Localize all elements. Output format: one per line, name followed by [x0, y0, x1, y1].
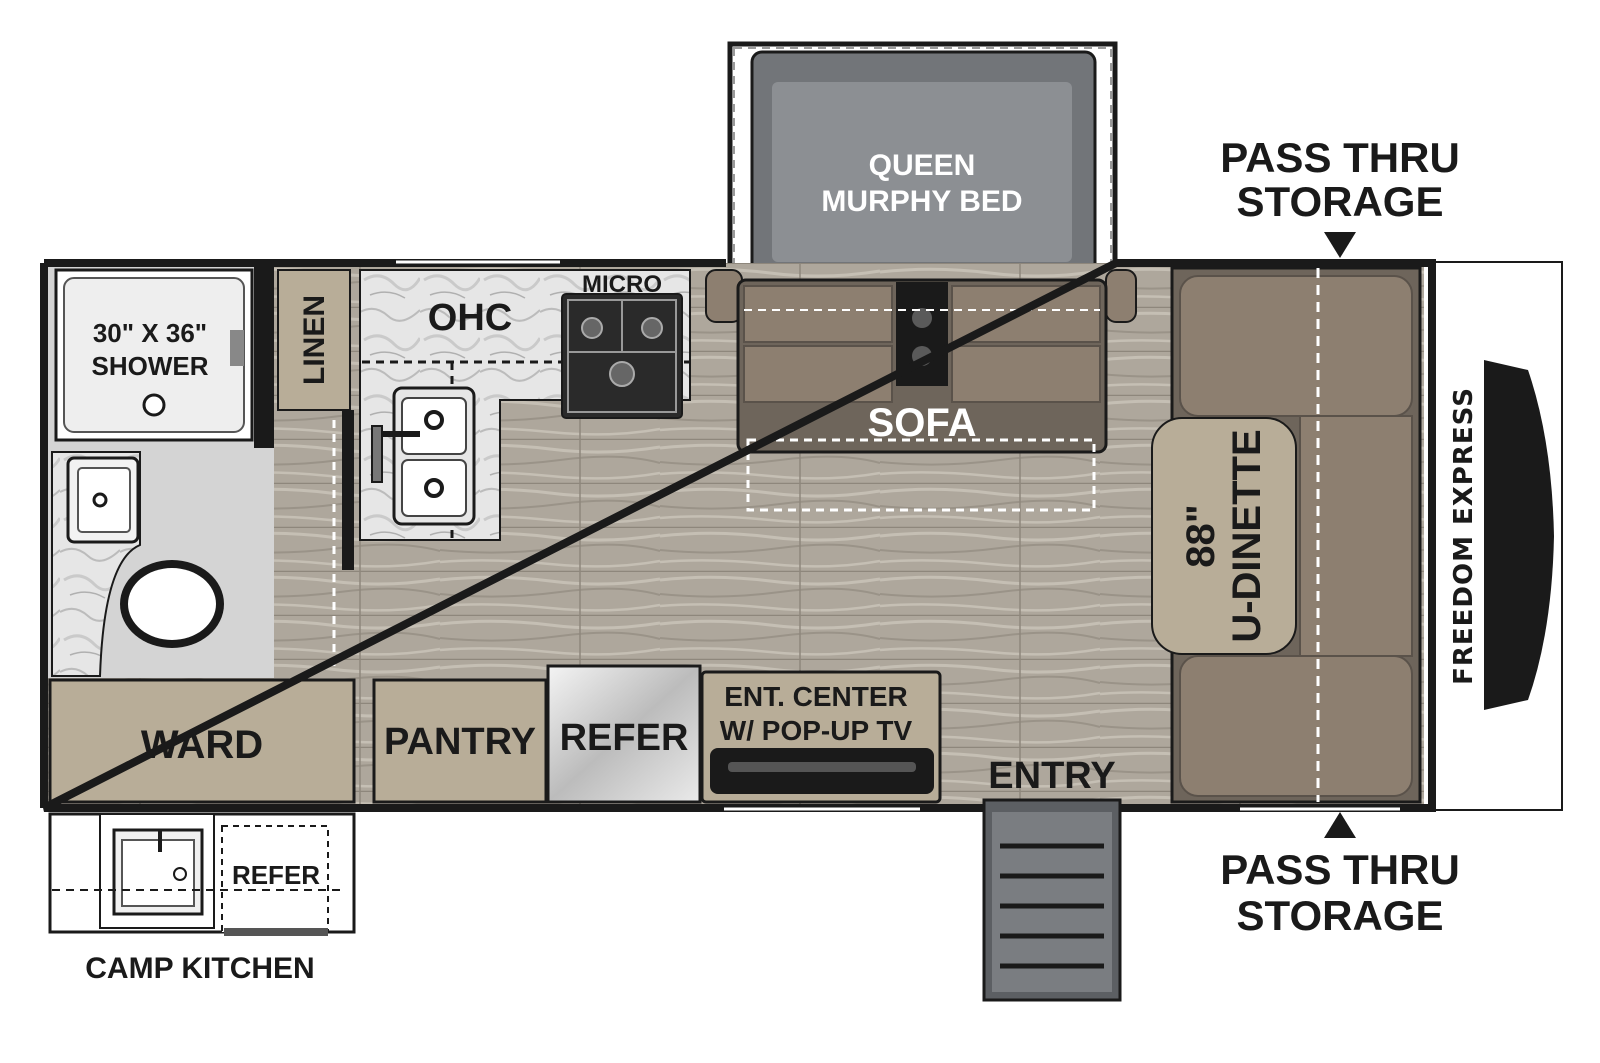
hitch-cap-shape	[1484, 360, 1554, 710]
shower-label: SHOWER	[92, 351, 209, 381]
u-dinette: 88" U-DINETTE	[1151, 266, 1422, 804]
queen-murphy-bed-label-2: MURPHY BED	[821, 185, 1022, 218]
entry-label: ENTRY	[988, 755, 1115, 797]
ent-center-label-2: W/ POP-UP TV	[720, 715, 913, 746]
refer-label: REFER	[560, 717, 689, 759]
queen-murphy-bed-label-1: QUEEN	[869, 149, 976, 182]
storage-top-label-2: STORAGE	[1237, 178, 1444, 225]
arrow-down-icon	[1324, 232, 1356, 258]
camp-refer-label: REFER	[232, 860, 320, 890]
storage-top-label-1: PASS THRU	[1220, 134, 1460, 181]
pass-thru-storage-callouts: PASS THRU STORAGE PASS THRU STORAGE	[1220, 134, 1460, 939]
kitchen: OHC MICRO	[342, 269, 691, 570]
shower-size-label: 30" X 36"	[93, 318, 207, 348]
camp-kitchen-label: CAMP KITCHEN	[85, 952, 314, 985]
freedom-express-logo: FREEDOM EXPRESS	[1449, 387, 1479, 685]
dinette-size-label: 88"	[1179, 504, 1223, 567]
pantry-label: PANTRY	[384, 721, 536, 763]
walls	[40, 259, 1436, 812]
entry-steps	[982, 798, 1122, 1002]
dinette-label: U-DINETTE	[1225, 429, 1269, 642]
storage-bottom-label-2: STORAGE	[1237, 892, 1444, 939]
sofa-label: SOFA	[868, 401, 977, 445]
storage-bottom-label-1: PASS THRU	[1220, 846, 1460, 893]
ohc-label: OHC	[428, 297, 512, 339]
arrow-up-icon	[1324, 812, 1356, 838]
bathroom: 30" X 36" SHOWER LINEN	[44, 263, 351, 678]
camp-kitchen: REFER CAMP KITCHEN	[48, 812, 356, 985]
linen-label: LINEN	[298, 295, 331, 385]
ent-center-label-1: ENT. CENTER	[724, 681, 908, 712]
murphy-bed-slide: QUEEN MURPHY BED	[727, 41, 1118, 280]
